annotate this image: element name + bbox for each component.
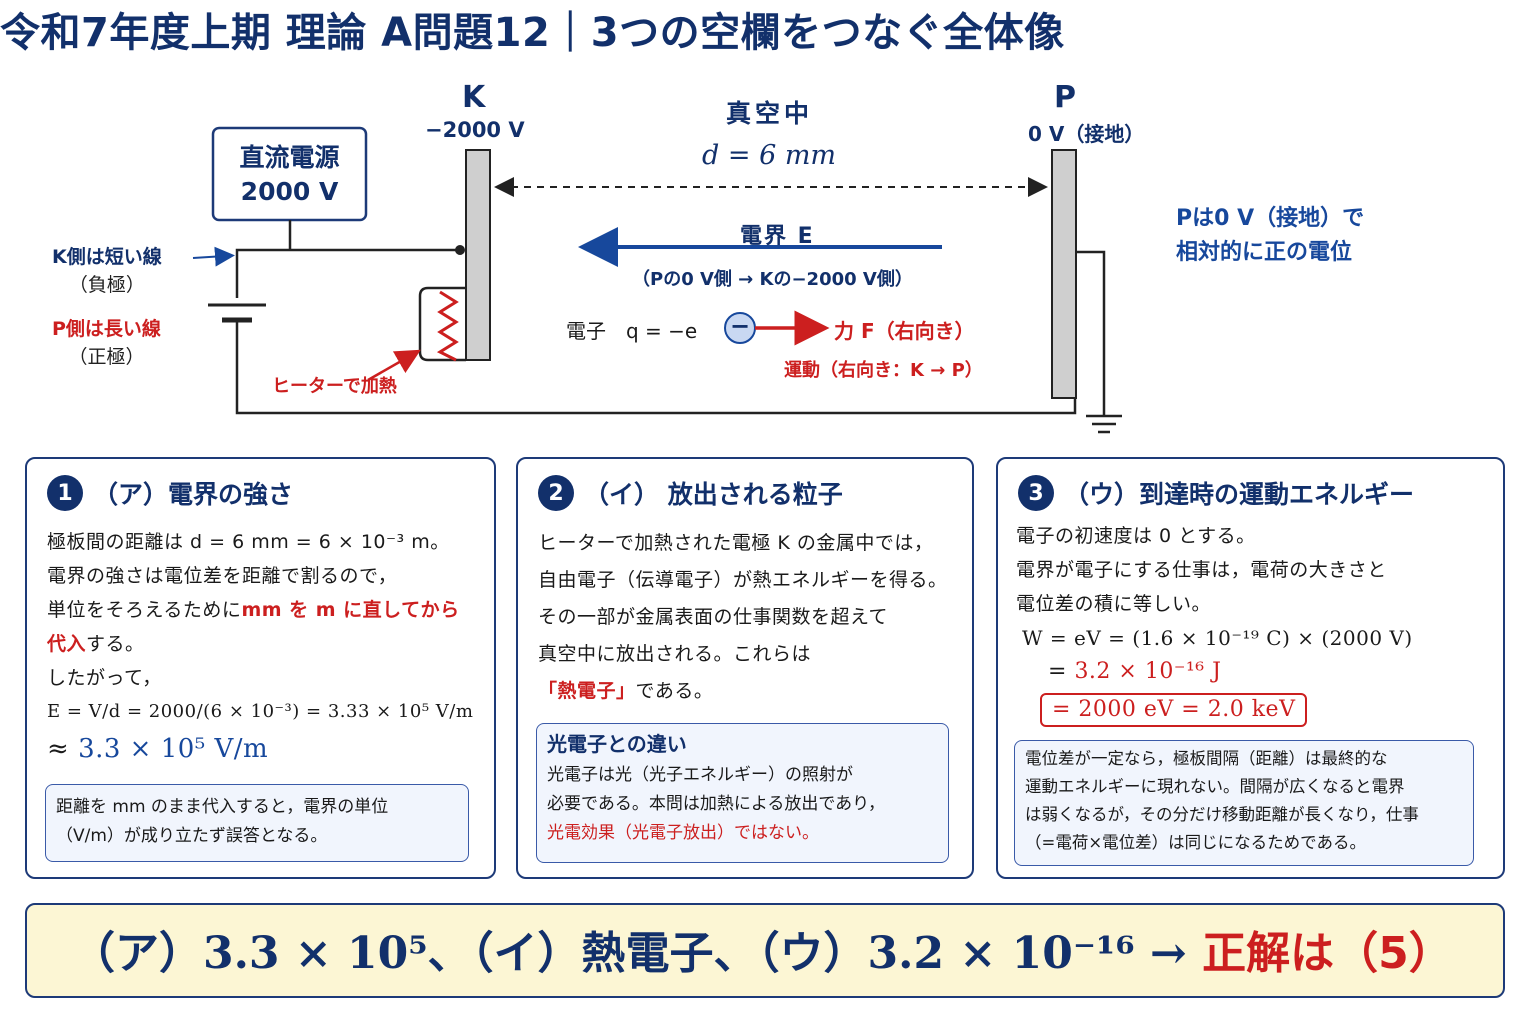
wire-top xyxy=(235,248,460,298)
p-plate xyxy=(1051,149,1077,399)
k-side-arrow xyxy=(192,246,235,267)
box1-note: 距離を mm のまま代入すると，電界の単位（V/m）が成り立たず誤答となる。 xyxy=(45,784,469,862)
page-title: 令和7年度上期 理論 A問題12｜3つの空欄をつなぐ全体像 xyxy=(0,10,1065,56)
box3-heading: 3（ウ）到達時の運動エネルギー xyxy=(1018,475,1414,511)
box1-heading: 1（ア）電界の強さ xyxy=(47,475,293,511)
heater-coil xyxy=(436,290,459,362)
final-answer: （ア）3.3 × 10⁵、（イ）熱電子、（ウ）3.2 × 10⁻¹⁶ → 正解は… xyxy=(71,928,1453,979)
field-direction: （Pの0 V側 → Kの−2000 V側） xyxy=(632,269,913,290)
k-label: K xyxy=(462,80,486,115)
box2-text: ヒーターで加熱された電極 K の金属中では， 自由電子（伝導電子）が熱エネルギー… xyxy=(538,532,948,702)
p-voltage: 0 V（接地） xyxy=(1028,122,1145,146)
energy-highlight: = 2000 eV = 2.0 keV xyxy=(1040,693,1308,727)
box-kinetic-energy: 3（ウ）到達時の運動エネルギー 電子の初速度は 0 とする。 電界が電子にする仕… xyxy=(996,457,1505,879)
final-answer-bar: （ア）3.3 × 10⁵、（イ）熱電子、（ウ）3.2 × 10⁻¹⁶ → 正解は… xyxy=(25,903,1505,998)
box3-note: 電位差が一定なら，極板間隔（距離）は最終的な 運動エネルギーに現れない。間隔が広… xyxy=(1014,740,1474,866)
force-label: 力 F（右向き） xyxy=(834,319,975,343)
field-label: 電界 E xyxy=(740,224,815,249)
box2-note: 光電子との違い 光電子は光（光子エネルギー）の照射が 必要である。本問は加熱によ… xyxy=(536,723,949,863)
p-label: P xyxy=(1054,80,1076,115)
box-emitted-particle: 2（イ） 放出される粒子 ヒーターで加熱された電極 K の金属中では， 自由電子… xyxy=(516,457,974,879)
box1-text: 極板間の距離は d = 6 mm = 6 × 10⁻³ m。 電界の強さは電位差… xyxy=(47,531,474,764)
vacuum-label: 真空中 xyxy=(726,99,814,128)
heater-loop xyxy=(418,286,466,362)
wire-bottom xyxy=(235,320,1077,415)
box-field-strength: 1（ア）電界の強さ 極板間の距離は d = 6 mm = 6 × 10⁻³ m。… xyxy=(25,457,496,879)
circuit-diagram xyxy=(192,126,1122,434)
junction-dot xyxy=(455,245,465,255)
electron-label: 電子 q = −e xyxy=(566,319,698,343)
k-plate xyxy=(465,149,491,361)
box3-text: 電子の初速度は 0 とする。 電界が電子にする仕事は，電荷の大きさと 電位差の積… xyxy=(1016,519,1413,727)
heater-arrow xyxy=(367,349,421,382)
p-side-label: P側は長い線（正極） xyxy=(52,318,161,368)
box2-heading: 2（イ） 放出される粒子 xyxy=(538,475,843,511)
p-note: Pは0 V（接地）で相対的に正の電位 xyxy=(1176,206,1365,265)
ground-wire xyxy=(1076,250,1106,416)
k-side-label: K側は短い線（負極） xyxy=(52,246,162,296)
distance-label: d = 6 mm xyxy=(702,140,837,171)
heater-label: ヒーターで加熱 xyxy=(272,376,397,397)
motion-label: 運動（右向き：K → P） xyxy=(784,360,983,381)
k-voltage: −2000 V xyxy=(425,118,525,142)
electron-symbol: − xyxy=(730,312,751,340)
